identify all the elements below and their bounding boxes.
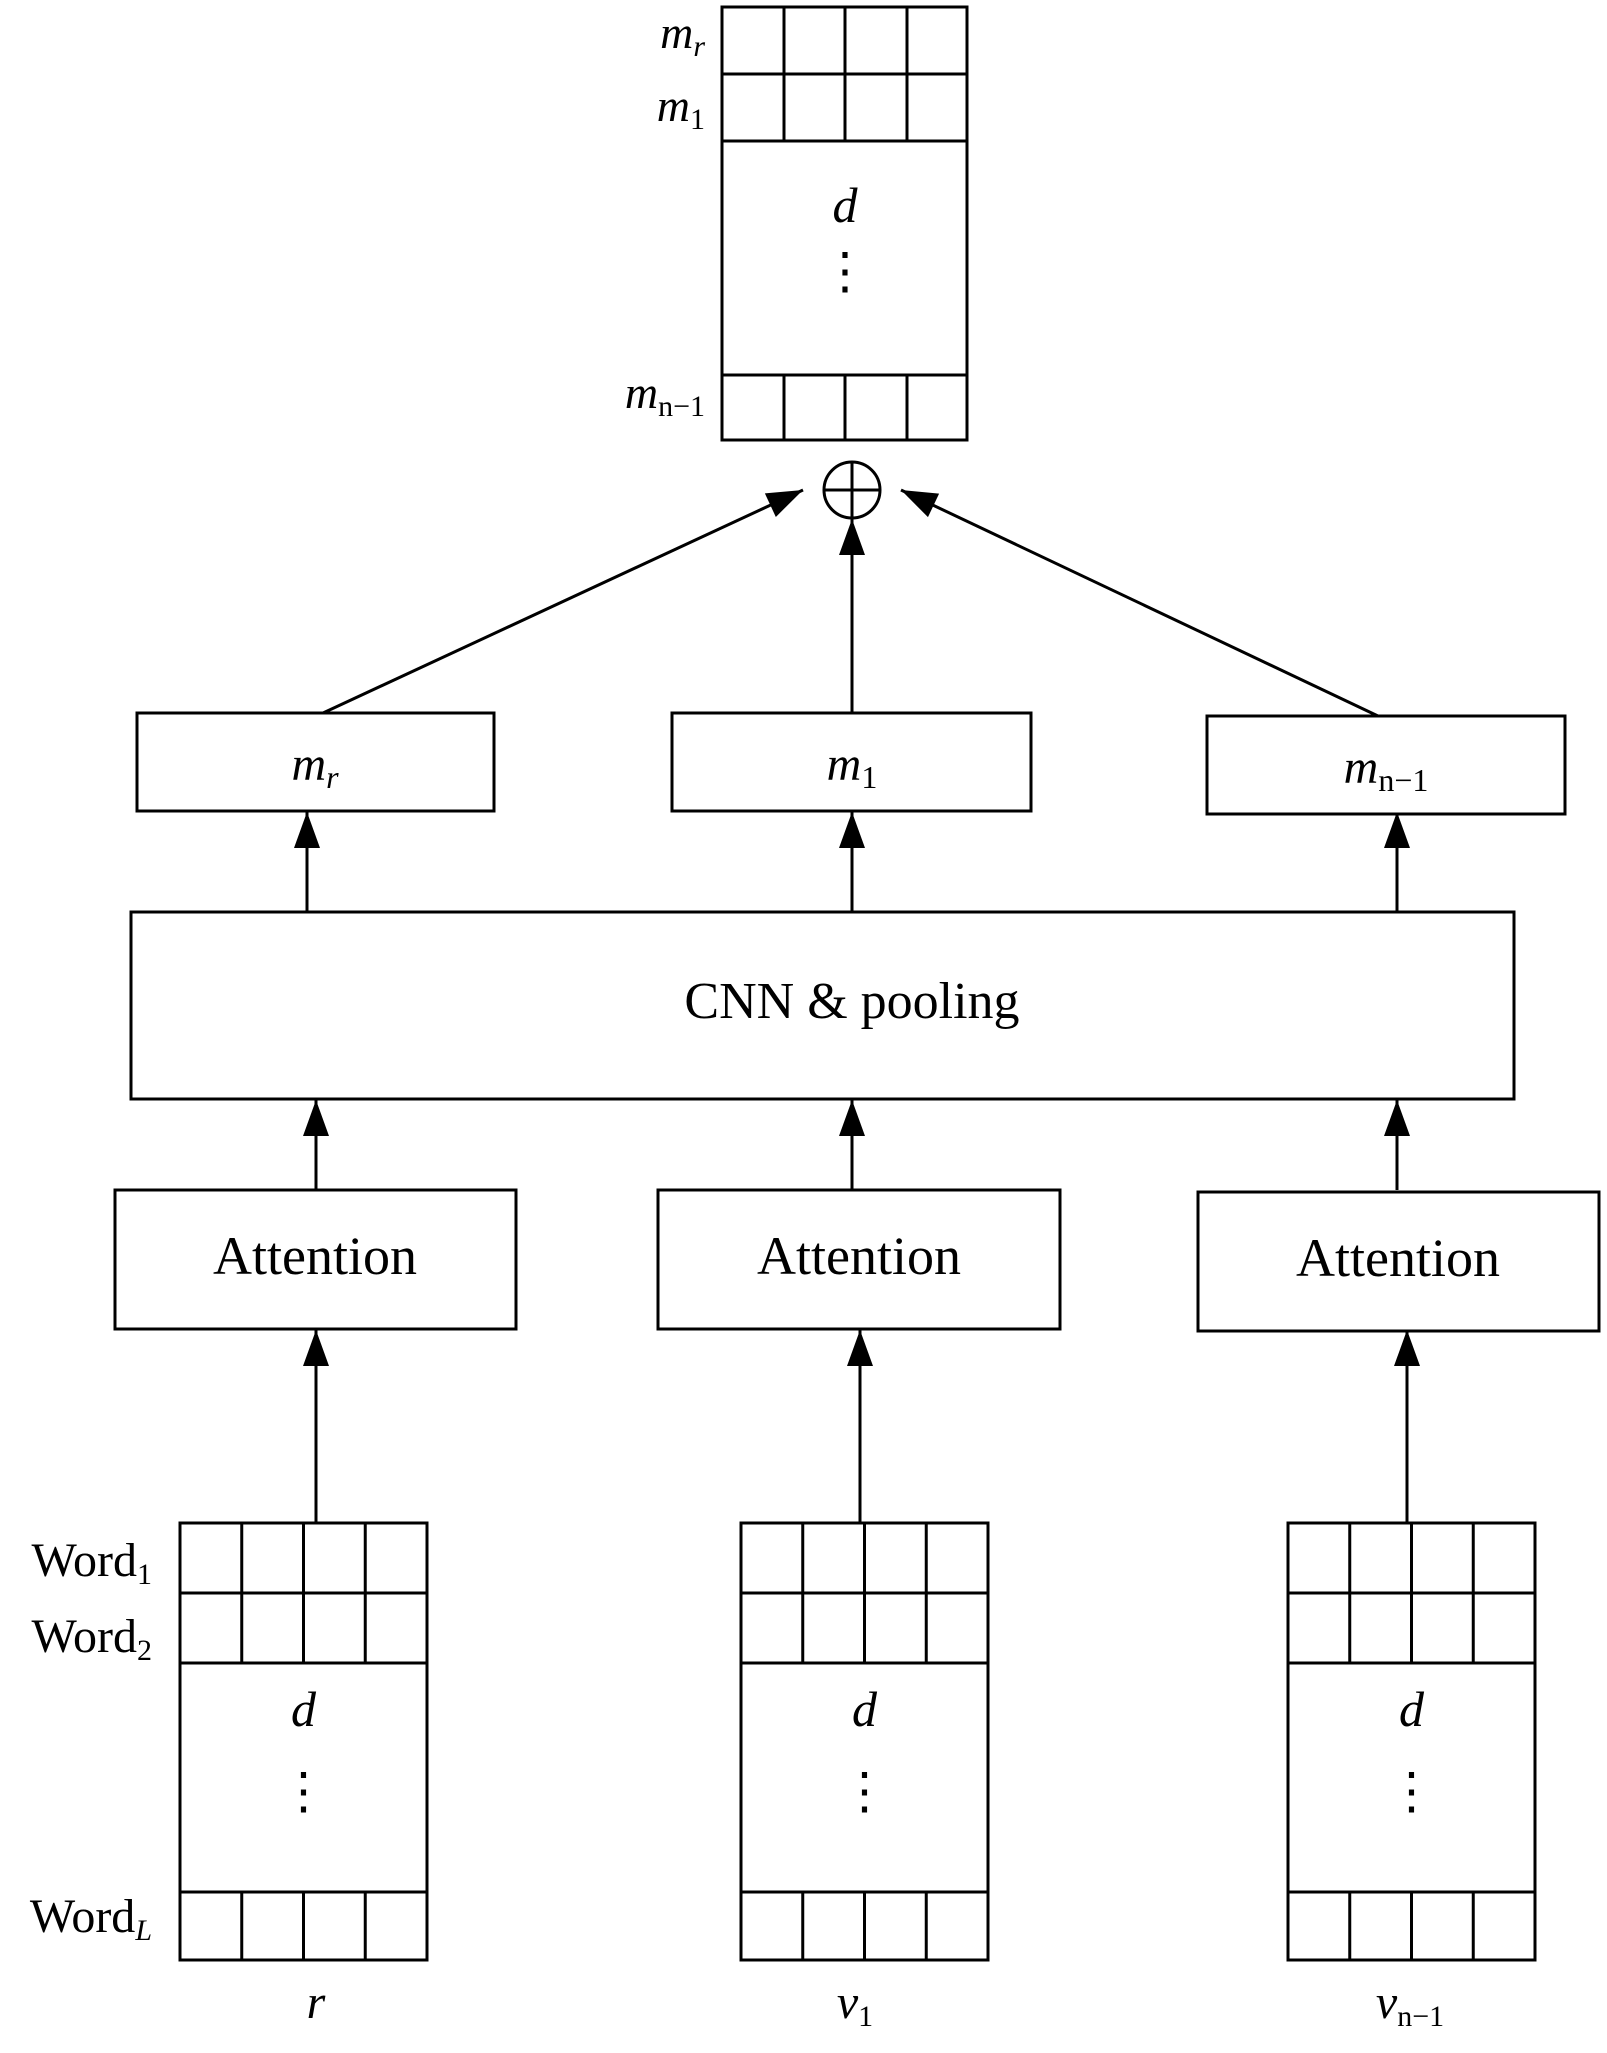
matrix-ellipsis: ⋮ [1387,1763,1437,1819]
arrowhead-icon [847,1330,873,1366]
arrowhead-icon [764,490,803,517]
output-box-m1: m1 [670,711,1033,813]
arrowhead-icon [901,490,940,518]
output-box-mr: mr [135,711,496,813]
concat-operator-icon [822,460,882,520]
arrowhead-icon [1384,1100,1410,1136]
matrix-ellipsis: ⋮ [279,1763,329,1819]
output-matrix: d ⋮ mr m1 mn−1 [625,5,969,442]
arrowhead-icon [1384,812,1410,848]
output-box-mn1: mn−1 [1205,714,1567,816]
row-label-mn1: mn−1 [625,367,705,423]
arrowhead-icon [839,812,865,848]
arrow-line [322,488,804,715]
svg-text:Attention: Attention [213,1226,417,1286]
input-matrix: d⋮ [178,1521,429,1962]
word-label-L: WordL [30,1890,152,1947]
matrix-dim-label: d [852,1681,878,1737]
matrix-ellipsis: ⋮ [820,243,870,299]
attention-box: Attention [1196,1190,1601,1333]
matrix-dim-label: d [833,177,859,233]
arrowhead-icon [839,519,865,555]
row-label-mr: mr [660,7,705,63]
svg-text:Attention: Attention [757,1226,961,1286]
svg-text:mr: mr [291,738,339,795]
arrowhead-icon [303,1100,329,1136]
word-label-1: Word1 [32,1534,152,1591]
input-matrix: d⋮ [1286,1521,1537,1962]
svg-text:m1: m1 [827,738,878,795]
arrows [294,488,1420,1523]
cnn-pooling-box: CNN & pooling [129,910,1516,1101]
attention-box: Attention [113,1188,518,1331]
svg-text:Attention: Attention [1296,1228,1500,1288]
word-label-2: Word2 [32,1610,152,1667]
input-label-vn1: vn−1 [1376,1976,1444,2033]
arrowhead-icon [1394,1330,1420,1366]
arrowhead-icon [294,812,320,848]
input-matrix: d⋮ [739,1521,990,1962]
attention-box: Attention [656,1188,1062,1331]
input-label-r: r [307,1976,326,2029]
arrow-line [900,488,1379,718]
matrix-dim-label: d [1399,1681,1425,1737]
arrowhead-icon [303,1330,329,1366]
input-label-v1: v1 [837,1976,873,2033]
row-label-m1: m1 [657,80,705,136]
svg-text:CNN & pooling: CNN & pooling [684,973,1019,1030]
matrix-dim-label: d [291,1681,317,1737]
arrowhead-icon [839,1100,865,1136]
svg-text:mn−1: mn−1 [1344,741,1429,798]
matrix-ellipsis: ⋮ [840,1763,890,1819]
